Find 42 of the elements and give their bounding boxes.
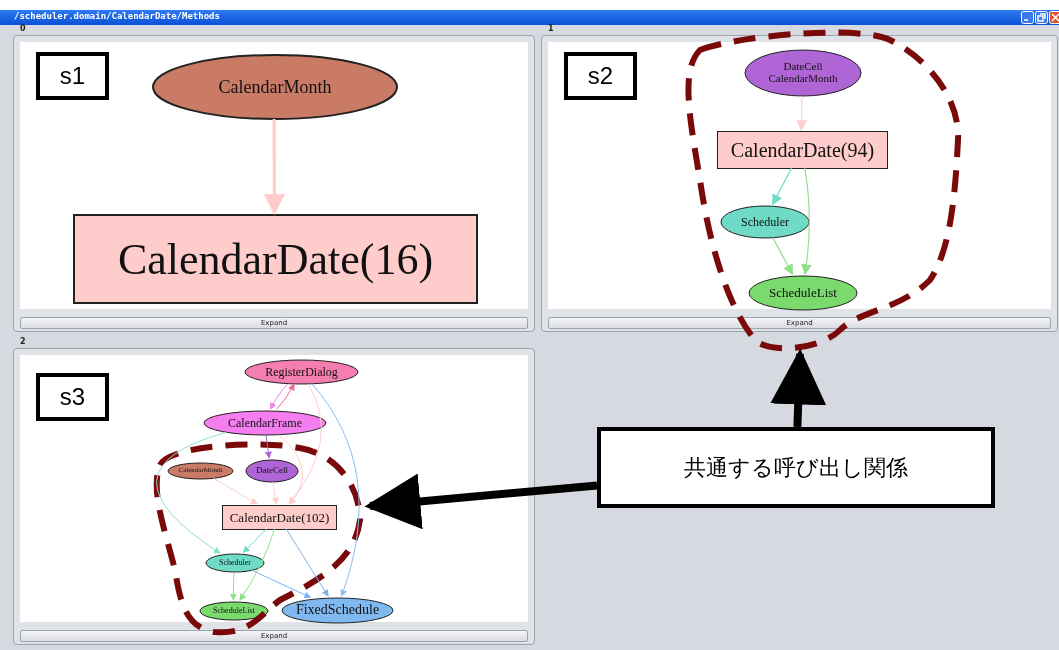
arrow — [770, 348, 827, 428]
label-box: s2 — [564, 52, 637, 100]
arrow — [239, 528, 276, 601]
arrow — [276, 383, 295, 410]
panel-number: 0 — [20, 24, 26, 33]
class-ellipse: FixedSchedule — [281, 597, 394, 624]
class-ellipse: Scheduler — [205, 553, 265, 573]
arrow — [364, 473, 598, 530]
class-ellipse: RegisterDialog — [244, 359, 359, 385]
arrow — [278, 434, 303, 505]
arrow — [801, 167, 812, 276]
arrow — [212, 477, 258, 505]
class-ellipse: DateCell — [245, 459, 299, 483]
arrow — [288, 383, 322, 505]
arrow — [272, 481, 279, 505]
class-ellipse: CalendarMonth — [152, 54, 398, 120]
arrow — [285, 528, 329, 597]
label-box: s1 — [36, 52, 109, 100]
arrow — [772, 167, 793, 206]
arrow — [772, 237, 794, 276]
class-ellipse: ScheduleList — [199, 601, 269, 621]
arrow — [263, 119, 285, 216]
arrow — [251, 569, 312, 599]
window-title: /scheduler.domain/CalendarDate/Methods — [14, 11, 220, 21]
class-box: CalendarDate(16) — [73, 214, 478, 304]
arrow — [242, 528, 267, 553]
label-box: s3 — [36, 373, 109, 421]
class-ellipse: DateCell CalendarMonth — [744, 49, 862, 97]
class-ellipse: ScheduleList — [748, 275, 858, 311]
callout-box: 共通する呼び出し関係 — [597, 427, 995, 508]
class-ellipse: Scheduler — [720, 205, 810, 239]
class-box: CalendarDate(94) — [717, 131, 888, 169]
arrow — [156, 431, 227, 554]
arrow — [311, 383, 360, 597]
arrow — [264, 434, 272, 459]
arrow — [229, 571, 237, 601]
arrow — [796, 95, 808, 132]
class-ellipse: CalendarFrame — [203, 410, 327, 436]
arrow — [270, 383, 289, 410]
class-box: CalendarDate(102) — [222, 505, 337, 530]
panel-number: 1 — [548, 24, 554, 33]
panel-number: 2 — [20, 337, 26, 346]
